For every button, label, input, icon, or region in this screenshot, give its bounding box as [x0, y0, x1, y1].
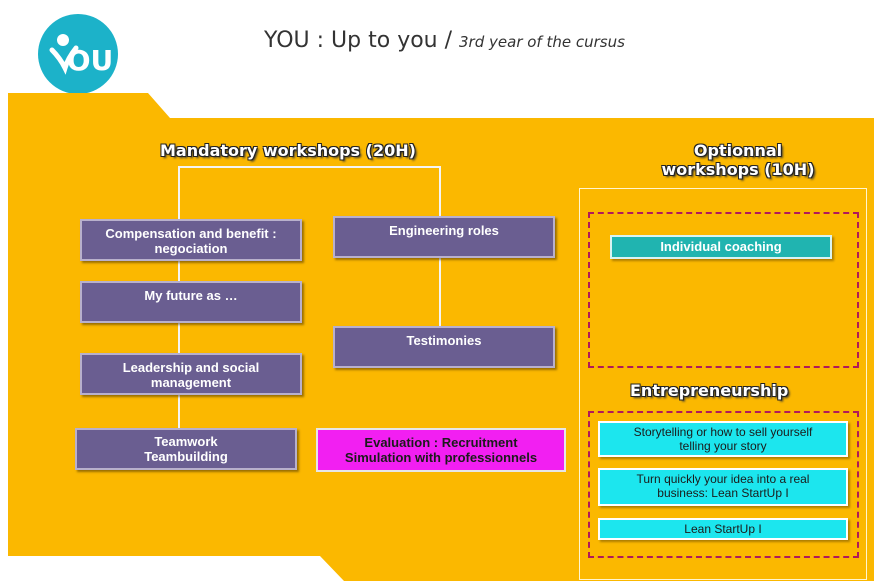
workshop-label: Testimonies — [406, 333, 482, 348]
workshop-engineering-roles[interactable]: Engineering roles — [333, 216, 555, 258]
title-main: YOU : Up to you / — [264, 28, 460, 53]
connector-top-horizontal — [178, 166, 440, 168]
workshop-label: My future as … — [144, 288, 238, 303]
workshop-my-future[interactable]: My future as … — [80, 281, 302, 323]
title-subtitle: 3rd year of the cursus — [459, 33, 625, 51]
logo: OU — [38, 14, 118, 94]
workshop-individual-coaching[interactable]: Individual coaching — [610, 235, 832, 259]
workshop-label: Teamwork Teambuilding — [144, 434, 228, 464]
entrepreneurship-heading: Entrepreneurship — [630, 381, 789, 400]
workshop-idea-to-business[interactable]: Turn quickly your idea into a real busin… — [598, 468, 848, 506]
svg-text:OU: OU — [67, 44, 114, 77]
page-title: YOU : Up to you / 3rd year of the cursus — [264, 28, 625, 53]
workshop-label: Engineering roles — [389, 223, 499, 238]
workshop-compensation[interactable]: Compensation and benefit : negociation — [80, 219, 302, 261]
logo-figure-icon — [49, 34, 79, 75]
workshop-label: Storytelling or how to sell yourself tel… — [633, 425, 813, 453]
workshop-label: Evaluation : Recruitment Simulation with… — [344, 435, 538, 465]
workshop-label: Lean StartUp I — [684, 522, 762, 536]
optional-dashed-group — [588, 212, 859, 368]
workshop-label: Compensation and benefit : negociation — [105, 226, 277, 256]
workshop-storytelling[interactable]: Storytelling or how to sell yourself tel… — [598, 421, 848, 457]
workshop-testimonies[interactable]: Testimonies — [333, 326, 555, 368]
workshop-label: Turn quickly your idea into a real busin… — [636, 472, 810, 500]
entrepreneurship-dashed-group — [588, 411, 859, 558]
connector-right-vertical — [439, 166, 441, 366]
workshop-leadership[interactable]: Leadership and social management — [80, 353, 302, 395]
optional-heading: Optionnal workshops (10H) — [661, 141, 815, 179]
workshop-label: Leadership and social management — [122, 360, 260, 390]
logo-text: OU — [67, 44, 114, 77]
mandatory-heading: Mandatory workshops (20H) — [160, 141, 416, 160]
workshop-label: Individual coaching — [660, 239, 782, 254]
optional-panel — [579, 188, 867, 580]
workshop-teamwork[interactable]: Teamwork Teambuilding — [75, 428, 297, 470]
workshop-lean-startup[interactable]: Lean StartUp I — [598, 518, 848, 540]
workshop-evaluation[interactable]: Evaluation : Recruitment Simulation with… — [316, 428, 566, 472]
